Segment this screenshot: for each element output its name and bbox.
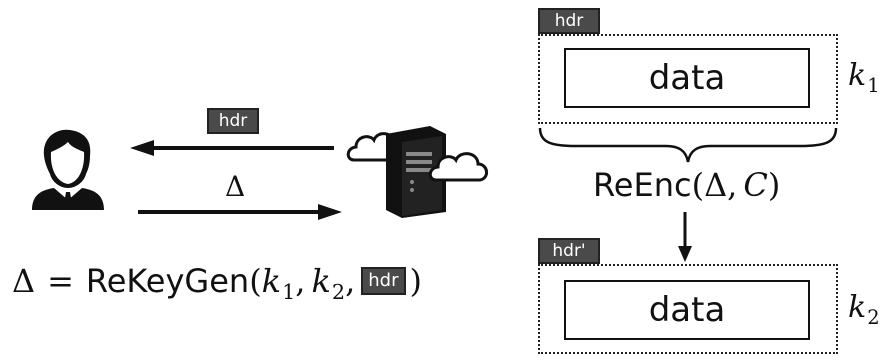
top-data-box: data (564, 48, 810, 108)
delta-arrow-label: Δ (225, 170, 246, 203)
formula-func: ReKeyGen (85, 262, 250, 300)
reenc-c: C (743, 166, 768, 204)
arrow-server-to-user (130, 140, 334, 156)
rekeygen-formula: Δ = ReKeyGen ( k1 , k2 , hdr ) (12, 262, 422, 305)
reenc-delta: Δ (704, 166, 728, 204)
top-ciphertext-box (538, 34, 838, 124)
formula-hdr-tag: hdr (361, 267, 406, 295)
top-arrow-hdr-tag: hdr (207, 108, 259, 134)
formula-equals: = (47, 262, 74, 300)
reenc-open-paren: ( (691, 166, 705, 204)
formula-open-paren: ( (249, 262, 262, 300)
user-icon (32, 129, 104, 210)
top-hdr-tag: hdr (538, 8, 600, 34)
bottom-data-box: data (564, 280, 810, 340)
formula-comma-2: , (345, 262, 356, 300)
formula-k1: k1 (261, 262, 296, 305)
bottom-ciphertext-box (538, 264, 838, 354)
formula-k2: k2 (311, 262, 346, 305)
bottom-hdr-tag: hdr' (538, 238, 600, 264)
reenc-close-paren: ) (767, 166, 781, 204)
cloud-server-icon (346, 126, 488, 218)
reenc-label: ReEnc(Δ,C) (593, 166, 780, 204)
reenc-func: ReEnc (593, 166, 692, 204)
curly-brace (538, 127, 838, 163)
reenc-comma: , (727, 166, 738, 204)
formula-close-paren: ) (409, 262, 422, 300)
top-key-label: k1 (848, 58, 880, 97)
arrow-user-to-server (138, 204, 342, 220)
reenc-down-arrow (678, 212, 692, 262)
formula-delta: Δ (12, 262, 36, 300)
formula-comma-1: , (295, 262, 306, 300)
bottom-key-label: k2 (848, 290, 880, 329)
